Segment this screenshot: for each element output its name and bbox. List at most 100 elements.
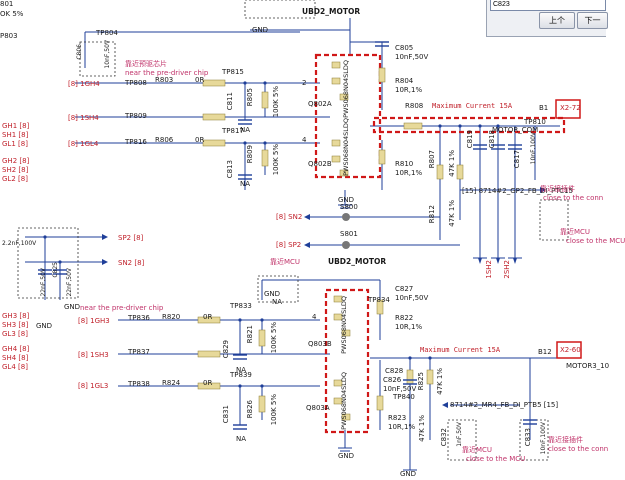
tp833-label: TP833 [230,302,252,310]
pin-4-upper: 4 [302,136,307,144]
r826-value: 100K 5% [270,394,278,426]
r824-value: 0R [203,379,213,387]
r823-label: R823 [388,414,407,422]
connector-x2-72: X2-72 [560,104,581,112]
r825-label: R825 [417,372,425,391]
input-1sh3: [8] 1SH3 [78,351,109,359]
note-near-driver-en: near the pre-driver chip [125,69,209,77]
c832-value: 1nF,50V [456,422,463,447]
tp815-label: TP815 [222,68,244,76]
net-label-p803: P803 [0,32,18,40]
pin-4-lower: 4 [312,313,317,321]
gnd-q802: GND [338,196,355,204]
na-label-4: NA [236,366,247,374]
r823-value: 10R,1% [388,423,416,431]
r807-value: 47K 1% [448,150,456,177]
net-label-gh4: GH4 [8] [2,345,30,353]
c806-value: 10nF,50V [104,40,111,69]
output-sp2: SP2 [8] [118,234,144,242]
tp839-label: TP839 [230,371,252,379]
note-near-conn-cn-upper: 靠近接插件 [540,185,575,193]
net-motor3: MOTOR3_10 [566,362,610,370]
c819-label: C819 [466,130,474,149]
na-label-1: NA [240,126,251,134]
tp838-label: TP838 [128,380,150,388]
tp816-label: TP816 [125,138,147,146]
r825-value: 47K 1% [436,368,444,395]
c817-value: 10nF,100V [530,132,537,165]
input-1gh3: [8] 1GH3 [78,317,110,325]
gnd-q803: GND [338,452,355,460]
gnd-r825: GND [400,470,417,478]
input-sp2: [8] SP2 [276,241,302,249]
net-label-gl2: GL2 [8] [2,175,28,183]
r806-label: R806 [155,136,174,144]
tp837-label: TP837 [128,348,150,356]
r823-vertical-value: 47K 1% [418,415,426,442]
net-label-gl1: GL1 [8] [2,140,28,148]
r809-label: R809 [246,145,254,164]
schematic-canvas [17,0,582,471]
tp804-label: TP804 [96,29,118,37]
q802a-label: Q802A [308,100,332,108]
c817-label: C817 [513,150,521,169]
c833-label: C833 [524,428,532,447]
net-ubd2-motor-top: UBD2_MOTOR [302,7,361,16]
input-sn2: [8] SN2 [276,213,303,221]
tp836-label: TP836 [128,314,150,322]
input-1gl4: [8] 1GL4 [68,140,99,148]
input-1gh4: [8] 1GH4 [68,80,100,88]
r826-label: R826 [246,400,254,419]
c818-label: C818 [488,130,496,149]
r804-label: R804 [395,77,414,85]
b1-label: B1 [539,104,549,112]
find-next-button[interactable]: 下一 [577,12,608,29]
na-label-5: NA [236,435,247,443]
net-label-sh2: SH2 [8] [2,166,29,174]
tp834-label: TP834 [368,296,390,304]
net-ubd2-motor-bottom: UBD2_MOTOR [328,257,387,266]
c805-value: 10nF,50V [395,53,429,61]
r805-label: R805 [246,88,254,107]
tp817-label: TP817 [222,127,244,135]
input-1sh4: [8] 1SH4 [68,114,99,122]
pin-2-upper: 2 [302,79,307,87]
note-near-mcu-en-upper: close to the MCU [566,237,625,245]
c824-value: 22nF,50V [40,268,47,297]
r824-label: R824 [162,379,181,387]
c832-label: C832 [440,428,448,447]
input-1gl3: [8] 1GL3 [78,382,109,390]
r820-label: R820 [162,313,181,321]
find-input[interactable] [490,0,606,11]
cap-left-value: 2.2nF,100V [2,240,37,247]
q802b-part-number: PWS068N04SLDQ [342,118,350,176]
r804-value: 10R,1% [395,86,423,94]
c825-label: C825 [52,262,59,278]
c827-value: 10nF,50V [395,294,429,302]
r822-value: 10R,1% [395,323,423,331]
c829-label: C829 [222,340,230,359]
net-fb-mr4: 8714#2_MR4_FB_DI_PTB5 [15] [450,401,559,409]
na-label-2: NA [240,180,251,188]
net-label-gh2: GH2 [8] [2,157,30,165]
r806-value: 0R [195,136,205,144]
net-label-gh3: GH3 [8] [2,312,30,320]
r808-label: R808 [405,102,424,110]
r810-label: R810 [395,160,414,168]
max-current-lower: Maximum Current 15A [420,346,501,354]
q803a-label: Q803A [306,404,330,412]
net-label-ok5: OK 5% [0,10,24,18]
q803b-label: Q803B [308,340,332,348]
r805-value: 100K 5% [272,86,280,118]
find-previous-button[interactable]: 上个 [539,12,575,29]
note-near-mcu-en-lower: close to the MCU [466,455,526,463]
c827-label: C827 [395,285,414,293]
r812-value: 47K 1% [448,200,456,227]
net-1sh2: 1SH2 [485,260,493,279]
note-near-driver-cn: 靠近预驱芯片 [125,60,167,68]
q803a-part-number: PWS068N04SLDQ [340,372,348,430]
r821-label: R821 [246,325,254,344]
r812-label: R812 [428,205,436,224]
r821-value: 100K 5% [270,322,278,354]
tp809-label: TP809 [125,112,147,120]
